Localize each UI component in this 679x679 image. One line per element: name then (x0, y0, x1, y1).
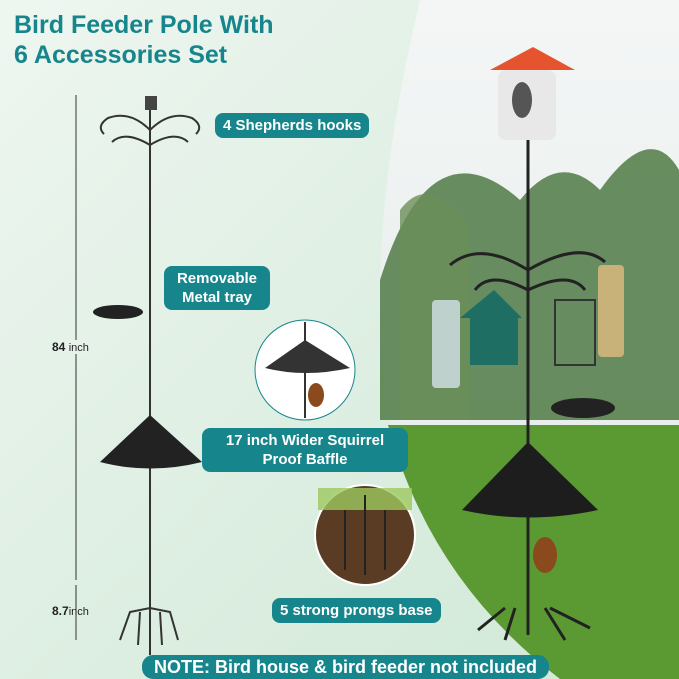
height-unit: inch (68, 342, 89, 354)
base-dimension: 8.7inch (52, 604, 89, 618)
squirrel-baffle (100, 415, 202, 469)
base-value: 8.7 (52, 604, 69, 618)
label-metal-tray: Removable Metal tray (164, 266, 270, 310)
height-dimension: 84 inch (52, 340, 89, 354)
label-baffle: 17 inch Wider Squirrel Proof Baffle (202, 428, 408, 472)
label-prongs-base: 5 strong prongs base (272, 598, 441, 623)
base-unit: inch (68, 606, 89, 618)
pole-diagram (75, 95, 201, 655)
title-line-1: Bird Feeder Pole With (14, 11, 274, 39)
label-shepherds-hooks: 4 Shepherds hooks (215, 113, 370, 138)
title-line-2: 6 Accessories Set (14, 41, 228, 69)
label-tray-line-2: Metal tray (181, 289, 253, 306)
page-title: Bird Feeder Pole With 6 Accessories Set (14, 10, 274, 70)
height-value: 84 (52, 340, 66, 354)
label-baffle-line-1: 17 inch Wider Squirrel (225, 432, 385, 449)
label-baffle-line-2: Proof Baffle (262, 451, 348, 468)
metal-tray (93, 305, 143, 319)
label-tray-line-1: Removable (176, 270, 258, 287)
note-banner: NOTE: Bird house & bird feeder not inclu… (142, 655, 550, 679)
